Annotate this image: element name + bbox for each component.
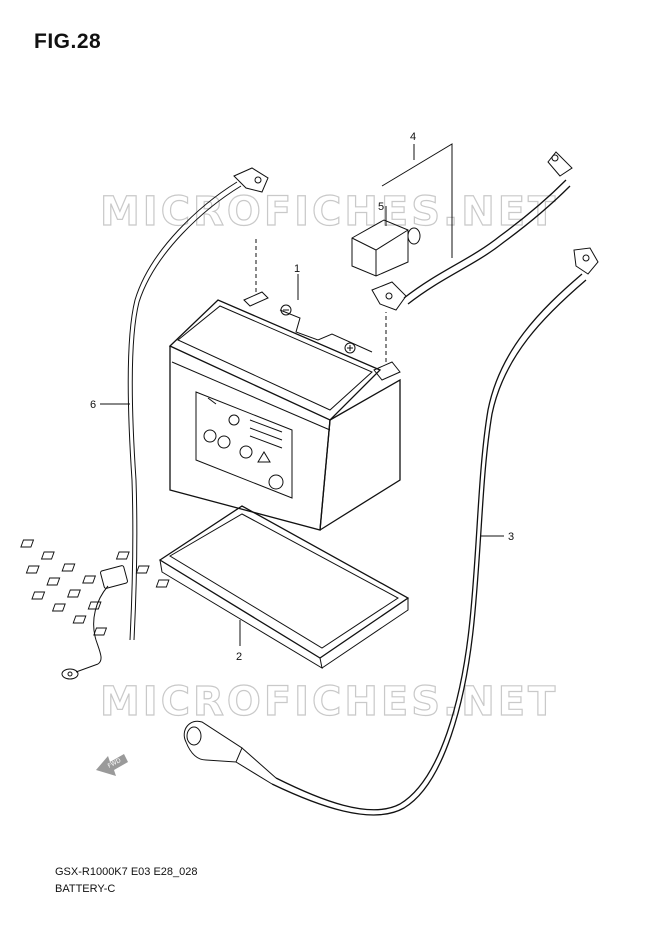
cable-6[interactable] [61, 167, 269, 680]
battery-tray[interactable] [20, 505, 410, 670]
callout-5: 5 [378, 201, 384, 213]
watermark-bottom: MICROFICHES.NET [100, 679, 558, 725]
callout-3: 3 [508, 531, 514, 543]
figure-title: FIG.28 [34, 30, 102, 53]
watermark-top: MICROFICHES.NET [100, 189, 558, 235]
callout-1: 1 [294, 263, 300, 275]
section-name: BATTERY-C [55, 883, 116, 895]
terminal-cover[interactable] [351, 219, 421, 277]
fwd-arrow-icon: FWD [96, 754, 128, 776]
callout-2: 2 [236, 651, 242, 663]
model-code: GSX-R1000K7 E03 E28_028 [55, 866, 198, 878]
battery[interactable] [168, 238, 401, 531]
callout-6: 6 [90, 399, 96, 411]
callout-4: 4 [410, 131, 416, 143]
cable-4[interactable] [371, 151, 573, 311]
cable-3[interactable] [183, 247, 599, 816]
leader-lines [100, 143, 504, 646]
